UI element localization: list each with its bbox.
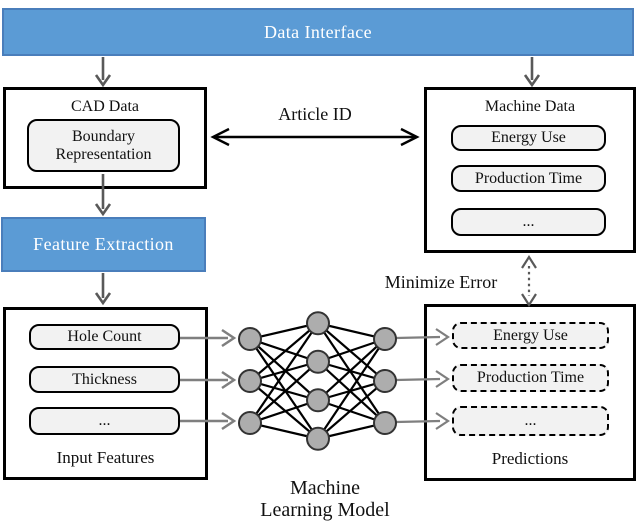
minimize-error-label: Minimize Error — [384, 272, 498, 292]
nn-connection-line — [317, 322, 386, 424]
machine-data-box: Machine Data Energy Use Production Time … — [424, 87, 636, 253]
input-features-label: Input Features — [56, 448, 155, 467]
nn-node — [238, 411, 262, 435]
feature-extraction-title: Feature Extraction — [33, 234, 174, 254]
predictions-box: Energy Use Production Time ... Predictio… — [424, 304, 636, 481]
energy-use-pill: Energy Use — [451, 125, 606, 151]
ml-model-label: Machine Learning Model — [235, 477, 415, 521]
nn-node — [373, 411, 397, 435]
prediction-production-time-pill: Production Time — [452, 364, 609, 392]
machine-data-title: Machine Data — [484, 98, 576, 115]
arrow-feature-extraction-to-input — [94, 273, 112, 306]
hole-count-label: Hole Count — [67, 328, 142, 346]
nn-node — [373, 369, 397, 393]
nn-connection-line — [317, 322, 386, 341]
nn-connection-line — [249, 338, 319, 440]
nn-connection-line — [249, 322, 319, 424]
nn-connection-line — [317, 421, 386, 440]
ml-model-label-line2: Learning Model — [260, 499, 390, 521]
nn-node — [306, 349, 330, 374]
nn-connection-line — [249, 399, 319, 425]
nn-connection-line — [317, 380, 386, 440]
predictions-label: Predictions — [491, 449, 569, 468]
arrow-banner-to-machine — [523, 57, 541, 88]
nn-node — [306, 311, 330, 336]
input-ellipsis-label: ... — [98, 412, 111, 430]
nn-connection-line — [317, 337, 386, 363]
thickness-pill: Thickness — [29, 366, 180, 393]
input-ellipsis-pill: ... — [29, 407, 180, 435]
data-interface-banner: Data Interface — [2, 8, 634, 56]
nn-connection-line — [317, 338, 386, 402]
nn-connection-line — [249, 421, 319, 440]
nn-connection-line — [249, 338, 319, 402]
data-interface-title: Data Interface — [263, 21, 373, 42]
nn-connection-line — [317, 338, 386, 440]
minimize-error-arrow — [521, 254, 537, 308]
cad-data-box: CAD Data Boundary Representation — [3, 87, 207, 189]
input-features-box: Hole Count Thickness ... Input Features — [3, 307, 208, 480]
thickness-label: Thickness — [72, 370, 137, 388]
prediction-ellipsis-label: ... — [524, 412, 537, 430]
boundary-representation-pill: Boundary Representation — [27, 119, 180, 172]
feature-extraction-box: Feature Extraction — [1, 217, 206, 272]
machine-ellipsis-label: ... — [522, 213, 535, 231]
nn-connection-line — [249, 322, 319, 382]
machine-ellipsis-pill: ... — [451, 208, 606, 236]
nn-connection-line — [317, 399, 386, 425]
nn-connection-line — [249, 322, 319, 341]
production-time-label: Production Time — [474, 169, 583, 187]
article-id-label: Article ID — [278, 104, 352, 124]
nn-node — [306, 388, 330, 413]
nn-connection-line — [317, 360, 386, 424]
nn-connection-line — [249, 380, 319, 440]
nn-node — [238, 369, 262, 393]
nn-node — [238, 327, 262, 351]
nn-connection-line — [317, 322, 386, 382]
nn-connection-line — [317, 360, 386, 383]
neural-network — [238, 311, 397, 451]
boundary-representation-label: Boundary Representation — [55, 127, 152, 163]
prediction-production-time-label: Production Time — [476, 369, 585, 387]
nn-node — [306, 426, 330, 451]
nn-connection-line — [249, 379, 319, 402]
energy-use-label: Energy Use — [491, 129, 566, 147]
nn-connection-line — [249, 360, 319, 424]
nn-connection-line — [249, 337, 319, 363]
prediction-energy-use-pill: Energy Use — [452, 322, 609, 349]
ml-model-label-line1: Machine — [290, 477, 360, 499]
prediction-energy-use-label: Energy Use — [493, 326, 568, 344]
arrow-banner-to-cad — [94, 57, 112, 88]
nn-connection-line — [317, 379, 386, 402]
nn-node — [373, 327, 397, 351]
production-time-pill: Production Time — [451, 165, 606, 192]
article-id-arrow — [210, 127, 420, 147]
nn-connection-line — [249, 360, 319, 383]
prediction-ellipsis-pill: ... — [452, 406, 609, 436]
hole-count-pill: Hole Count — [29, 324, 180, 350]
cad-data-title: CAD Data — [71, 98, 139, 115]
